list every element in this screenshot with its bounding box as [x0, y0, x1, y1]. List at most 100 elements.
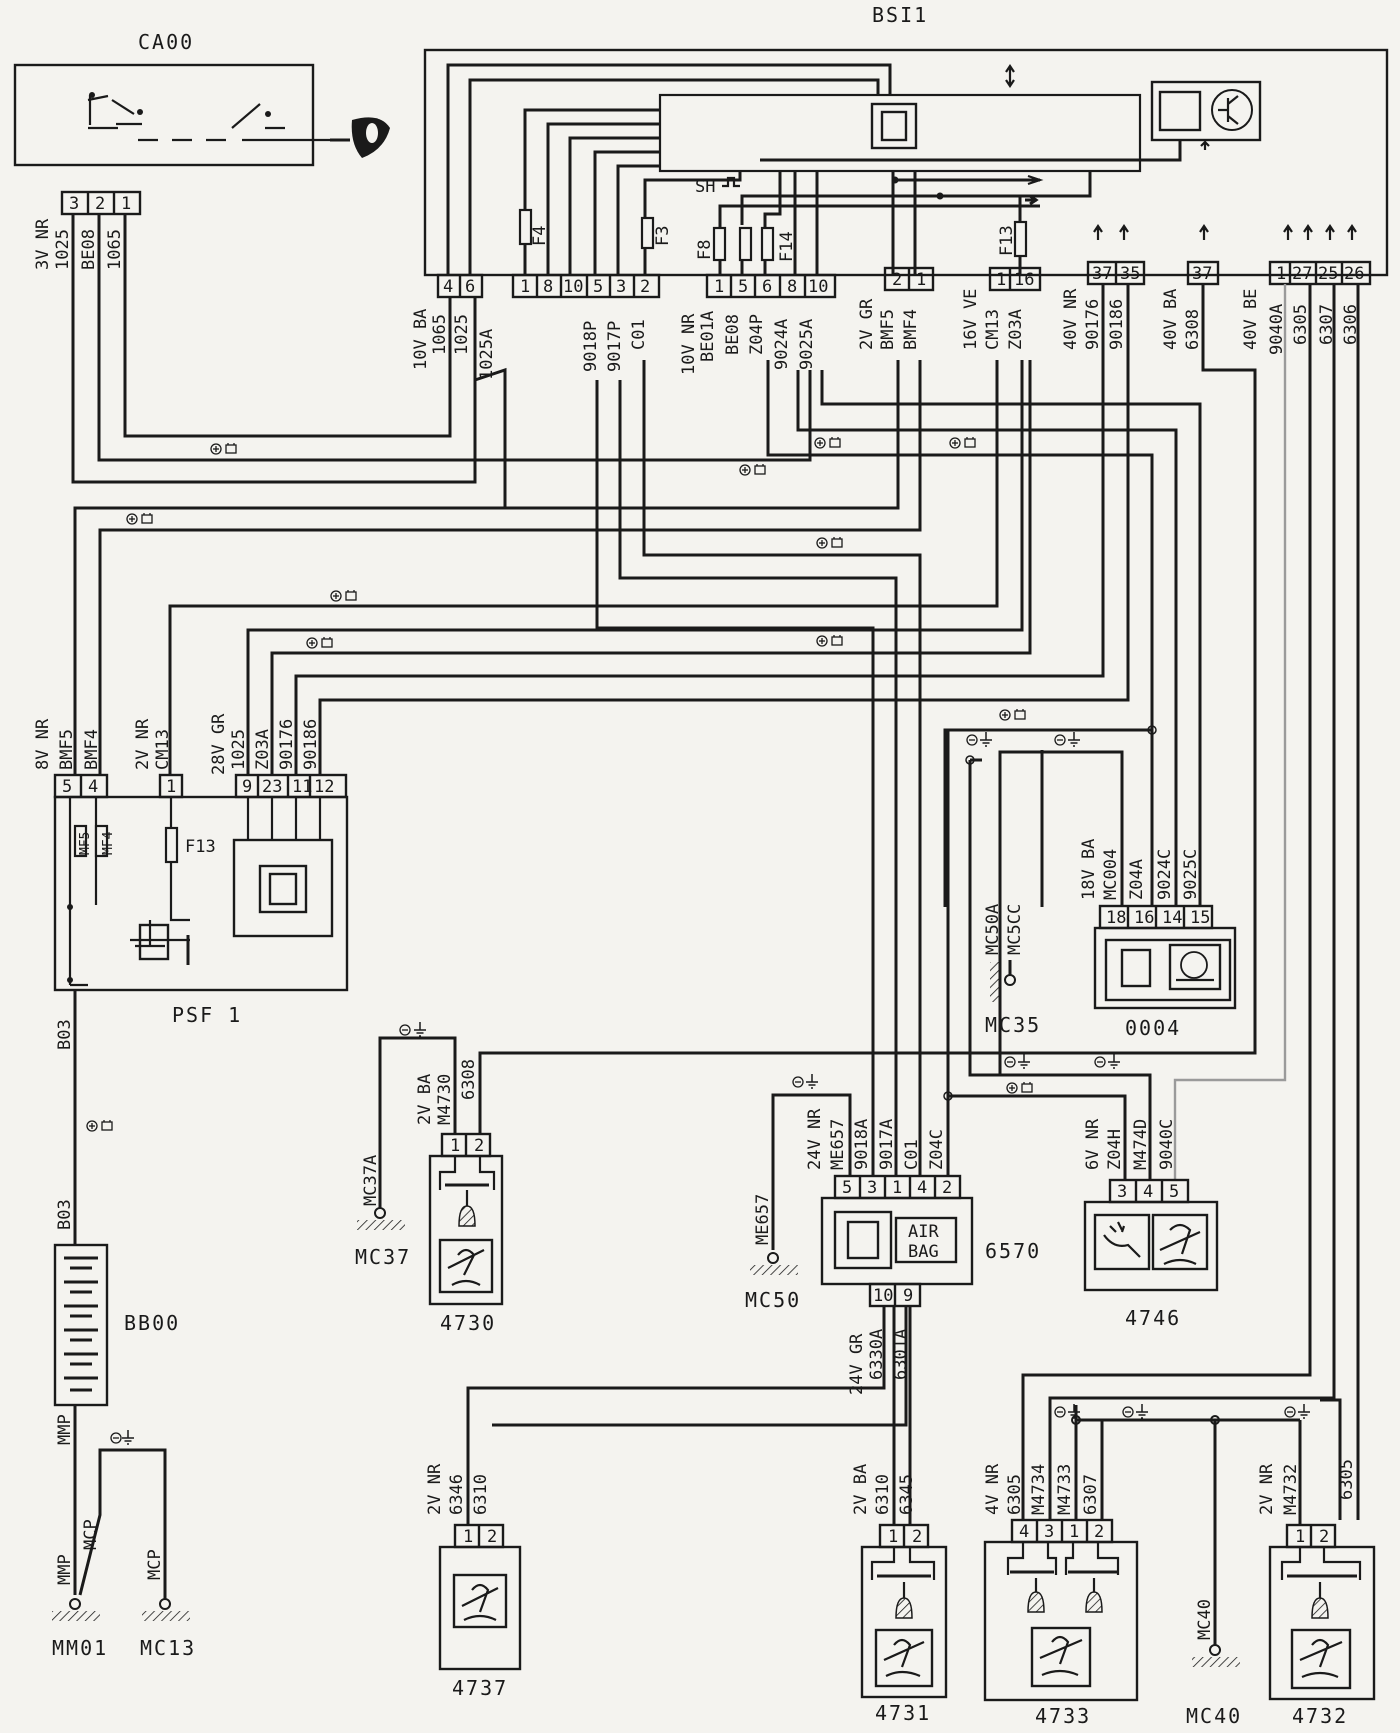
connector-label: 40V NR [1061, 288, 1081, 350]
bsi1-module: BSI1 F4 F3 [423, 3, 1389, 277]
fuse-label: F4 [530, 226, 550, 246]
connector-label: 2V GR [857, 298, 877, 350]
wire-label: 1025A [477, 329, 497, 380]
bsi-connector-e: 1 16 16V VE CM13 Z03A [961, 266, 1042, 350]
connector-label: 2V NR [1257, 1463, 1277, 1515]
battery-plus-icon [816, 634, 843, 647]
battery-plus-icon [126, 512, 153, 525]
pin: 1 [916, 270, 926, 290]
ca00-pin: 1 [121, 194, 131, 214]
battery-plus-icon [949, 436, 976, 449]
pin: 12 [314, 777, 334, 797]
pin: 10 [808, 277, 828, 297]
pin: 1 [463, 1527, 473, 1547]
bsi-connector-a: 4 6 10V BA 1065 1025 1025A [411, 273, 497, 380]
pin: 16 [1014, 270, 1034, 290]
fuse-f13-icon [1013, 220, 1028, 258]
wire-label: M4733 [1055, 1464, 1075, 1515]
wire-label: 9025C [1181, 849, 1201, 900]
fuse-label: F13 [997, 225, 1017, 256]
mm01-label: MM01 [52, 1636, 108, 1660]
connector-label: 10V BA [411, 309, 431, 370]
wire-label: MC40 [1195, 1599, 1215, 1640]
wire-label: 90176 [277, 719, 297, 770]
wire-label: Z04C [927, 1129, 947, 1170]
pin: 27 [1292, 264, 1312, 284]
pin: 1 [450, 1136, 460, 1156]
mc50-label: MC50 [745, 1288, 801, 1312]
wire-label: BE08 [79, 229, 99, 270]
pin: 10 [873, 1286, 893, 1306]
wire-label: BE01A [698, 311, 718, 362]
battery-plus-icon [999, 708, 1026, 721]
connector-label: 2V NR [425, 1463, 445, 1515]
ca00-pin: 2 [95, 194, 105, 214]
wire-label: 6330A [867, 1329, 887, 1380]
wire-label: CM13 [153, 729, 173, 770]
wire-label: B03 [55, 1199, 75, 1230]
pin: 11 [292, 777, 312, 797]
wire-label: MC5CC [1005, 904, 1025, 955]
wire-label: 9024A [772, 319, 792, 370]
fuse-label: F3 [653, 226, 673, 246]
ca00-ignition-switch: CA00 [13, 30, 390, 167]
pin: 2 [1094, 1522, 1104, 1542]
pin: 1 [1276, 264, 1286, 284]
wire-label: 1065 [430, 314, 450, 355]
wire-label: 6305 [1005, 1474, 1025, 1515]
fuse-label: F14 [777, 231, 797, 262]
wire-label: M474D [1131, 1119, 1151, 1170]
wire-label: ME657 [753, 1194, 773, 1245]
wire-label: BMF4 [901, 309, 921, 350]
wire-label: 9018A [852, 1119, 872, 1170]
pin: 9 [903, 1286, 913, 1306]
wire-label: C01 [902, 1139, 922, 1170]
pin: 5 [62, 777, 72, 797]
wire-label: 1025 [53, 229, 73, 270]
bsi-connector-d: 2 1 2V GR BMF5 BMF4 [857, 266, 935, 350]
wire-label: Z04P [747, 314, 767, 355]
wire-label: 9024C [1155, 849, 1175, 900]
connector-label: 4V NR [983, 1463, 1003, 1515]
pin: 3 [1044, 1522, 1054, 1542]
pin: 6 [465, 277, 475, 297]
wire-label: 1065 [105, 229, 125, 270]
pin: 4 [1019, 1522, 1029, 1542]
wire-label: 6310 [873, 1474, 893, 1515]
wire-label: 90176 [1083, 299, 1103, 350]
pin: 37 [1192, 264, 1212, 284]
pin: 1 [166, 777, 176, 797]
pin: 35 [1120, 264, 1140, 284]
wire-label: 90186 [301, 719, 321, 770]
psf1-label: PSF 1 [172, 1003, 242, 1027]
wire-label: 6307 [1317, 304, 1337, 345]
pin: 5 [1169, 1182, 1179, 1202]
connector-label: 2V BA [851, 1464, 871, 1515]
wire-label: M4730 [435, 1074, 455, 1125]
battery-plus-icon [330, 589, 357, 602]
wire-label: 6307 [1081, 1474, 1101, 1515]
battery-plus-icon [86, 1119, 113, 1132]
fuse-icon [738, 226, 753, 262]
pin: 16 [1134, 908, 1154, 928]
connector-label: 24V NR [805, 1108, 825, 1170]
0004-label: 0004 [1125, 1016, 1181, 1040]
pin: 5 [593, 277, 603, 297]
4730-label: 4730 [440, 1311, 496, 1335]
wire-label: MC37A [361, 1155, 381, 1206]
connector-label: 18V BA [1079, 839, 1099, 900]
pin: 37 [1092, 264, 1112, 284]
pin: 6 [762, 277, 772, 297]
pin: 3 [616, 277, 626, 297]
wire-label: ME657 [828, 1119, 848, 1170]
mc13-label: MC13 [140, 1636, 196, 1660]
connector-label: 24V GR [847, 1333, 867, 1395]
wire-label: 9025A [797, 319, 817, 370]
pin: 23 [262, 777, 282, 797]
4746-label: 4746 [1125, 1306, 1181, 1330]
wire-label: Z04H [1105, 1129, 1125, 1170]
4733-label: 4733 [1035, 1704, 1091, 1728]
pin: 1 [714, 277, 724, 297]
wire-label: 6310 [471, 1474, 491, 1515]
mc35-ground-and-0004: MC50A MC5CC MC35 18 16 14 15 18V BA MC00… [943, 728, 1237, 1069]
